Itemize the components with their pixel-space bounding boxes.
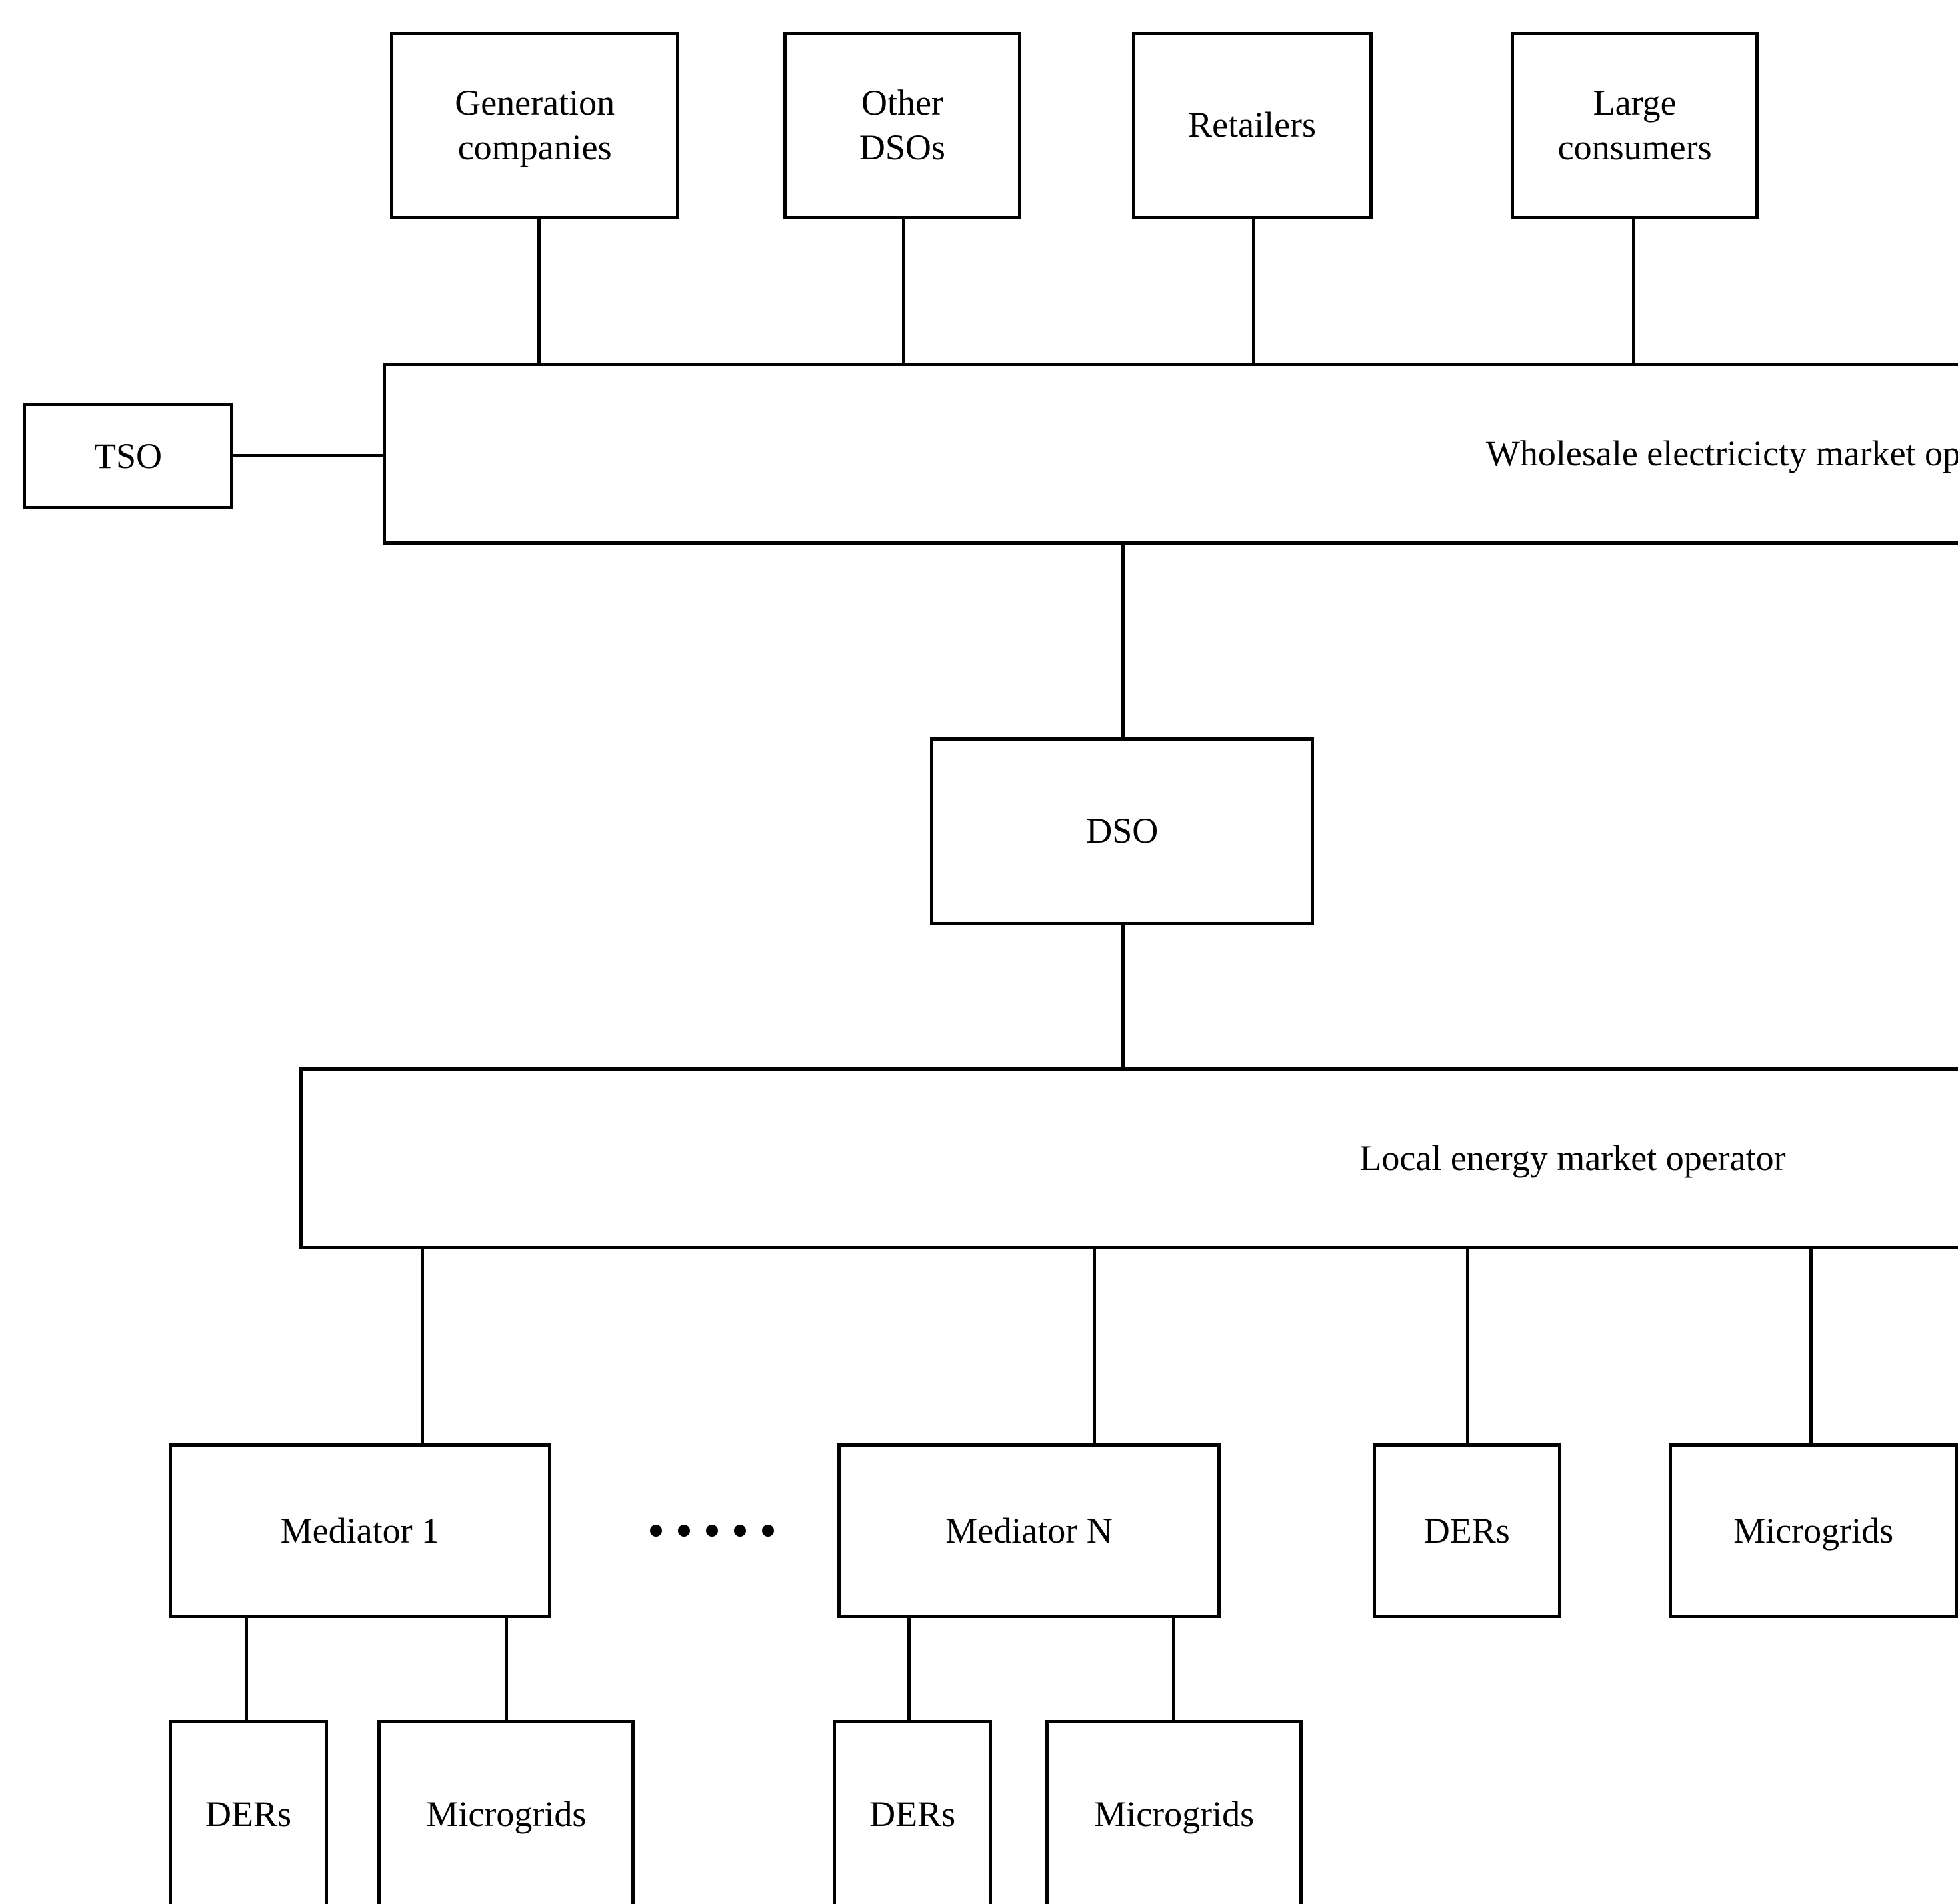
node-tso: TSO xyxy=(23,403,233,510)
ellipsis-dot xyxy=(762,1524,775,1537)
node-label-lemo-ders: DERs xyxy=(1423,1510,1510,1551)
mediator-1-to-ders xyxy=(244,1618,248,1726)
node-mediator-1: Mediator 1 xyxy=(168,1443,551,1619)
wholesale-to-dso xyxy=(1121,545,1125,744)
node-label-mediator-1: Mediator 1 xyxy=(280,1510,440,1551)
node-generation-companies: Generation companies xyxy=(390,31,679,219)
node-large-consumers: Large consumers xyxy=(1510,31,1759,219)
tso-to-wholesale xyxy=(233,453,389,457)
node-mediatorn-ders: DERs xyxy=(832,1719,993,1904)
local-market-to-microgrids xyxy=(1809,1249,1813,1450)
mediator-1-to-microgrids xyxy=(504,1618,508,1726)
node-label-mediator1-ders: DERs xyxy=(205,1794,292,1835)
node-other-dsos: Other DSOs xyxy=(783,31,1022,219)
node-label-mediator-n: Mediator N xyxy=(945,1510,1113,1551)
node-mediator1-ders: DERs xyxy=(168,1719,329,1904)
large-consumers-to-wholesale xyxy=(1632,219,1636,369)
local-market-to-mediator-n xyxy=(1092,1249,1096,1450)
node-label-other-dsos: Other DSOs xyxy=(859,82,945,168)
ellipsis-dot xyxy=(678,1524,691,1537)
local-market-to-mediator-1 xyxy=(421,1249,425,1450)
mediator-ellipsis xyxy=(650,1524,775,1537)
node-label-wholesale-market-operator: Wholesale electricicty market operator xyxy=(1485,433,1958,473)
ellipsis-dot xyxy=(650,1524,663,1537)
mediator-n-to-microgrids xyxy=(1172,1618,1176,1726)
node-mediator1-microgrids: Microgrids xyxy=(377,1719,635,1904)
node-retailers: Retailers xyxy=(1131,31,1373,219)
node-label-tso: TSO xyxy=(93,435,162,476)
node-dso: DSO xyxy=(930,737,1315,925)
node-label-retailers: Retailers xyxy=(1188,105,1317,145)
retailers-to-wholesale xyxy=(1252,219,1256,369)
node-mediator-n: Mediator N xyxy=(837,1443,1221,1619)
generation-companies-to-wholesale xyxy=(537,219,541,369)
node-label-generation-companies: Generation companies xyxy=(455,82,615,168)
ellipsis-dot xyxy=(734,1524,747,1537)
node-label-mediatorn-microgrids: Microgrids xyxy=(1094,1794,1255,1835)
ellipsis-dot xyxy=(706,1524,719,1537)
node-label-local-energy-market-operator: Local energy market operator xyxy=(1359,1137,1786,1178)
node-wholesale-market-operator: Wholesale electricicty market operator xyxy=(383,362,1958,545)
node-label-lemo-microgrids: Microgrids xyxy=(1733,1510,1894,1551)
node-label-mediatorn-ders: DERs xyxy=(869,1794,956,1835)
node-label-mediator1-microgrids: Microgrids xyxy=(426,1794,587,1835)
node-lemo-ders: DERs xyxy=(1372,1443,1561,1619)
local-market-to-ders xyxy=(1466,1249,1470,1450)
mediator-n-to-ders xyxy=(907,1618,911,1726)
node-label-large-consumers: Large consumers xyxy=(1557,82,1712,168)
node-lemo-microgrids: Microgrids xyxy=(1669,1443,1958,1619)
node-mediatorn-microgrids: Microgrids xyxy=(1045,1719,1303,1904)
other-dsos-to-wholesale xyxy=(902,219,906,369)
node-local-energy-market-operator: Local energy market operator xyxy=(299,1067,1958,1250)
node-label-dso: DSO xyxy=(1086,811,1159,851)
dso-to-local-market xyxy=(1121,925,1125,1074)
